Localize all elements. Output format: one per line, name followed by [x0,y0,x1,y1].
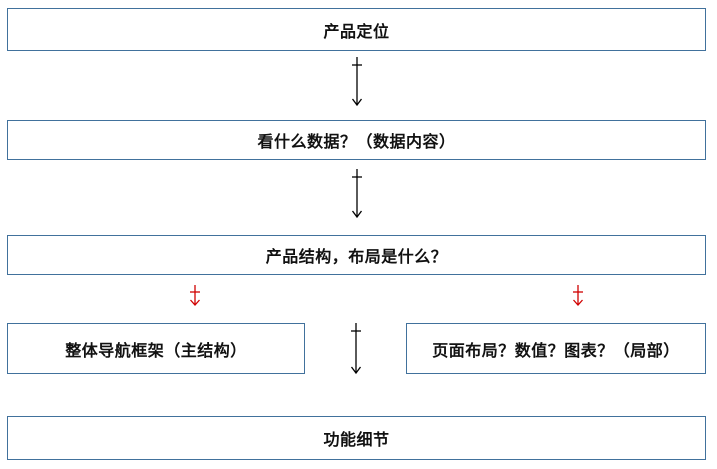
arrow-red-left [190,285,200,306]
step-label: 功能细节 [323,430,390,449]
step-navigation-framework: 整体导航框架（主结构） [7,323,305,374]
arrow-down-2 [351,169,363,219]
step-product-structure: 产品结构，布局是什么？ [7,235,706,275]
step-label: 看什么数据？（数据内容） [257,132,456,151]
step-feature-details: 功能细节 [7,416,706,460]
arrow-red-right [573,285,583,306]
step-label: 页面布局？数值？图表？（局部） [432,340,680,360]
step-label: 产品结构，布局是什么？ [265,247,448,266]
step-product-positioning: 产品定位 [7,8,706,51]
arrow-down-3 [350,323,362,375]
step-label: 整体导航框架（主结构） [65,340,247,360]
step-page-layout: 页面布局？数值？图表？（局部） [406,323,706,374]
arrow-down-1 [351,57,363,107]
step-data-content: 看什么数据？（数据内容） [7,120,706,160]
step-label: 产品定位 [323,21,390,41]
